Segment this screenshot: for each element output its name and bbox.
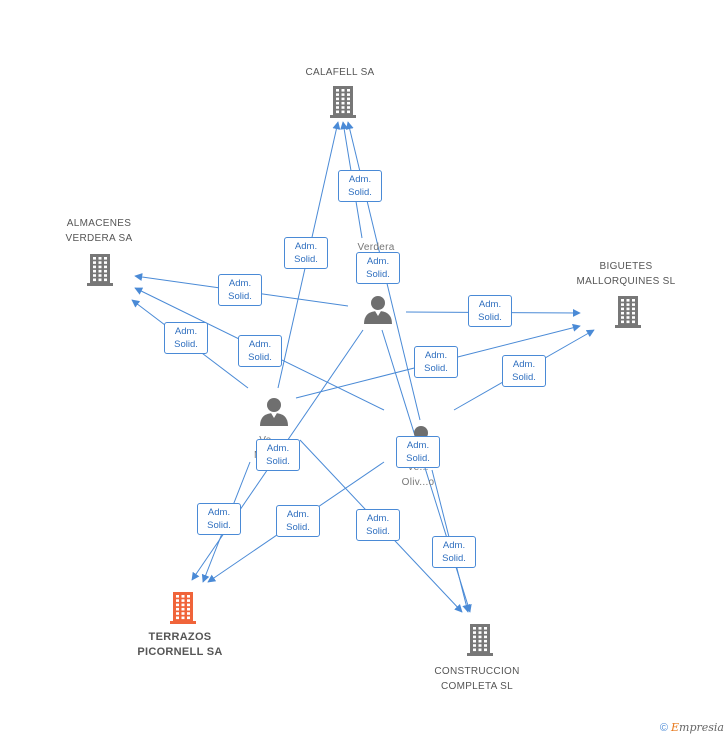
- building-icon-terrazos[interactable]: [170, 592, 196, 624]
- copyright: © Empresia: [660, 721, 724, 734]
- edge-label-line: Adm.: [228, 278, 252, 289]
- building-icon-construccion[interactable]: [467, 624, 493, 656]
- edge-label-verdera_m-terrazos[interactable]: Adm. Solid.: [197, 503, 241, 535]
- node-label-line: ALMACENES: [66, 218, 132, 229]
- node-label-line: CALAFELL SA: [305, 67, 375, 78]
- edge-label-line: Adm.: [207, 507, 231, 518]
- edge-label-verdera_b-calafell[interactable]: Adm. Solid.: [338, 170, 382, 202]
- brand-logo-letter: E: [671, 721, 680, 734]
- edge-label-line: Solid.: [174, 339, 198, 350]
- edge-label-verdera_o-almacenes[interactable]: Adm. Solid.: [238, 335, 282, 367]
- edge-label-line: Adm.: [266, 443, 290, 454]
- edge-label-line: Adm.: [174, 326, 198, 337]
- edge-label-line: Solid.: [478, 312, 502, 323]
- edge-label-line: Adm.: [512, 359, 536, 370]
- edge-label-line: Adm.: [424, 350, 448, 361]
- edge-label-line: Solid.: [248, 352, 272, 363]
- node-label-line: Verdera: [357, 242, 395, 253]
- person-icon-verdera_m[interactable]: [260, 398, 288, 426]
- edge-label-line: Adm.: [286, 509, 310, 520]
- edge-label-verdera_m-biguetes[interactable]: Adm. Solid.: [414, 346, 458, 378]
- node-label-terrazos[interactable]: TERRAZOS PICORNELL SA: [110, 630, 250, 660]
- edge-label-line: Adm.: [366, 256, 390, 267]
- edge-label-line: Solid.: [512, 372, 536, 383]
- edge-label-line: Solid.: [348, 187, 372, 198]
- node-label-line: BIGUETES: [599, 261, 653, 272]
- edge-label-line: Solid.: [366, 269, 390, 280]
- edge-label-line: Adm.: [406, 440, 430, 451]
- edge-label-line: Adm.: [442, 540, 466, 551]
- node-label-construccion[interactable]: CONSTRUCCION COMPLETA SL: [407, 664, 547, 694]
- edge-label-line: Adm.: [348, 174, 372, 185]
- edge-label-verdera_m-almacenes[interactable]: Adm. Solid.: [164, 322, 208, 354]
- edge-label-line: Solid.: [207, 520, 231, 531]
- edge-label-line: Solid.: [266, 456, 290, 467]
- node-label-calafell[interactable]: CALAFELL SA: [270, 65, 410, 80]
- brand-logo-rest: mpresia: [679, 721, 724, 734]
- edge-label-verdera_o-terrazos[interactable]: Adm. Solid.: [276, 505, 320, 537]
- edge-label-line: Solid.: [442, 553, 466, 564]
- edge-label-verdera_b-construccion[interactable]: Adm. Solid.: [396, 436, 440, 468]
- edge-label-verdera_o-calafell[interactable]: Adm. Solid.: [356, 252, 400, 284]
- building-icon-biguetes[interactable]: [615, 296, 641, 328]
- edge-label-verdera_o-biguetes[interactable]: Adm. Solid.: [502, 355, 546, 387]
- building-icon-calafell[interactable]: [330, 86, 356, 118]
- edge-label-line: Solid.: [294, 254, 318, 265]
- edge-label-line: Adm.: [248, 339, 272, 350]
- building-icon-almacenes[interactable]: [87, 254, 113, 286]
- edge-label-verdera_o-construccion[interactable]: Adm. Solid.: [432, 536, 476, 568]
- node-label-line: Oliv...o: [401, 477, 435, 488]
- edge-label-line: Solid.: [228, 291, 252, 302]
- edge-label-verdera_m-construccion[interactable]: Adm. Solid.: [356, 509, 400, 541]
- copyright-symbol: ©: [659, 722, 668, 734]
- edge-label-line: Adm.: [478, 299, 502, 310]
- edge-label-line: Solid.: [424, 363, 448, 374]
- node-label-line: COMPLETA SL: [440, 681, 514, 692]
- node-label-line: TERRAZOS: [148, 631, 212, 643]
- edge-label-line: Adm.: [366, 513, 390, 524]
- edge-label-line: Solid.: [406, 453, 430, 464]
- icons-layer: [87, 86, 641, 656]
- edge-label-verdera_b-biguetes[interactable]: Adm. Solid.: [468, 295, 512, 327]
- node-label-line: PICORNELL SA: [137, 646, 223, 658]
- person-icon-verdera_b[interactable]: [364, 296, 392, 324]
- node-label-line: MALLORQUINES SL: [576, 276, 676, 287]
- edge-label-line: Solid.: [366, 526, 390, 537]
- edge-label-line: Solid.: [286, 522, 310, 533]
- node-label-almacenes[interactable]: ALMACENES VERDERA SA: [29, 216, 169, 246]
- edge-label-verdera_b-terrazos[interactable]: Adm. Solid.: [256, 439, 300, 471]
- edge-label-verdera_b-almacenes[interactable]: Adm. Solid.: [218, 274, 262, 306]
- node-label-line: CONSTRUCCION: [434, 666, 520, 677]
- edge-label-verdera_m-calafell[interactable]: Adm. Solid.: [284, 237, 328, 269]
- edge-label-line: Adm.: [294, 241, 318, 252]
- node-label-biguetes[interactable]: BIGUETES MALLORQUINES SL: [556, 259, 696, 289]
- node-label-line: VERDERA SA: [65, 233, 133, 244]
